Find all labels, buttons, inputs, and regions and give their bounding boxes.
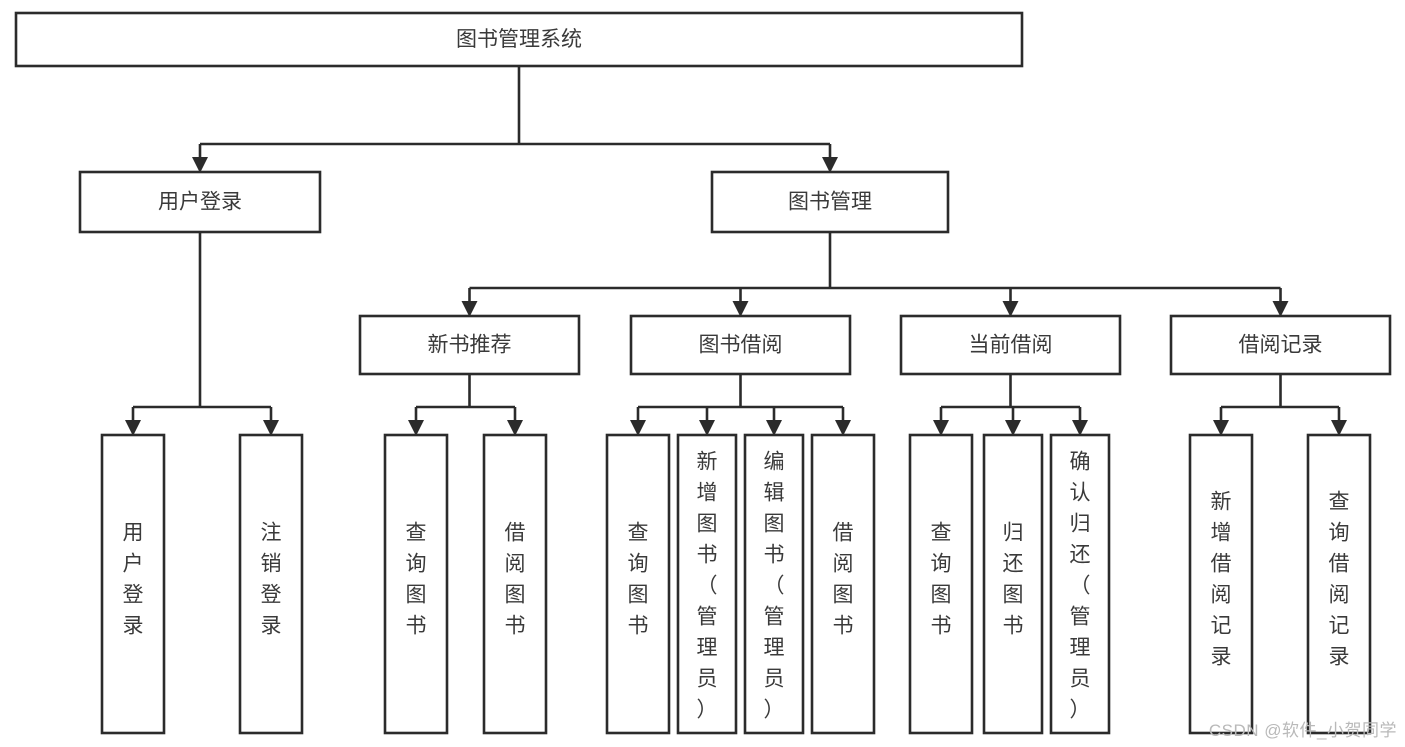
arrow-head-icon [1213,420,1229,436]
leaf-node-9[interactable]: 查询图书 [908,433,974,735]
arrow-head-icon [630,420,646,436]
node-label: 归还图书 [1003,522,1024,638]
connector-layer [125,66,1347,436]
leaf-node-6[interactable]: 新增图书（管理员） [676,433,738,735]
branch-借阅记录 [1213,374,1347,436]
node-label: 查询图书 [931,522,952,638]
node-box[interactable] [710,170,950,234]
leaf-node-4[interactable]: 借阅图书 [482,433,548,735]
node-label: 用户登录 [158,191,242,214]
arrow-head-icon [507,420,523,436]
leaf-node-8[interactable]: 借阅图书 [810,433,876,735]
node-label: 借阅图书 [505,522,526,638]
node-box[interactable] [676,433,738,735]
node-label: 新增借阅记录 [1211,491,1232,669]
leaf-node-13[interactable]: 查询借阅记录 [1306,433,1372,735]
arrow-head-icon [192,157,208,173]
branch-当前借阅 [933,374,1088,436]
node-box[interactable] [100,433,166,735]
node-label: 新书推荐 [428,334,512,357]
node-label: 查询借阅记录 [1329,491,1350,669]
leaf-node-12[interactable]: 新增借阅记录 [1188,433,1254,735]
branch-用户登录 [125,232,279,436]
arrow-head-icon [1005,420,1021,436]
watermark-label: CSDN @软件_小贺同学 [1208,721,1397,740]
node-box[interactable] [899,314,1122,376]
arrow-head-icon [1072,420,1088,436]
leaf-node-1[interactable]: 用户登录 [100,433,166,735]
arrow-head-icon [933,420,949,436]
leaf-node-7[interactable]: 编辑图书（管理员） [743,433,805,735]
node-box[interactable] [14,11,1024,68]
leaf-node-2[interactable]: 注销登录 [238,433,304,735]
arrow-head-icon [125,420,141,436]
leaf-node-3[interactable]: 查询图书 [383,433,449,735]
level2-node-2[interactable]: 图书管理 [710,170,950,234]
node-label: 图书管理系统 [456,28,582,51]
node-label: 确认归还（管理员） [1070,451,1091,722]
arrow-head-icon [1272,301,1289,317]
arrow-head-icon [408,420,424,436]
branch-图书借阅 [630,374,851,436]
node-box[interactable] [1188,433,1254,735]
arrow-head-icon [1331,420,1347,436]
arrow-head-icon [461,301,478,317]
node-box[interactable] [1049,433,1111,735]
arrow-head-icon [766,420,782,436]
level3-node-3[interactable]: 当前借阅 [899,314,1122,376]
arrow-head-icon [263,420,279,436]
node-box[interactable] [238,433,304,735]
arrow-head-icon [699,420,715,436]
node-label: 当前借阅 [969,334,1053,357]
node-box[interactable] [358,314,581,376]
arrow-head-icon [732,301,749,317]
node-label: 查询图书 [406,522,427,638]
node-layer: 图书管理系统用户登录图书管理新书推荐图书借阅当前借阅借阅记录用户登录注销登录查询… [14,11,1392,735]
node-label: 查询图书 [628,522,649,638]
level3-node-2[interactable]: 图书借阅 [629,314,852,376]
node-label: 图书借阅 [699,334,783,357]
node-label: 新增图书（管理员） [697,451,718,722]
leaf-node-10[interactable]: 归还图书 [982,433,1044,735]
branch-book-management [461,232,1289,317]
branch-新书推荐 [408,374,523,436]
node-box[interactable] [1306,433,1372,735]
node-box[interactable] [982,433,1044,735]
node-box[interactable] [810,433,876,735]
root-node-1[interactable]: 图书管理系统 [14,11,1024,68]
node-label: 用户登录 [123,522,144,638]
level2-node-1[interactable]: 用户登录 [78,170,322,234]
node-box[interactable] [78,170,322,234]
node-box[interactable] [629,314,852,376]
node-label: 编辑图书（管理员） [764,451,785,722]
node-box[interactable] [482,433,548,735]
node-box[interactable] [605,433,671,735]
node-box[interactable] [908,433,974,735]
node-box[interactable] [1169,314,1392,376]
level3-node-1[interactable]: 新书推荐 [358,314,581,376]
node-label: 图书管理 [788,191,872,214]
node-label: 借阅记录 [1239,334,1323,357]
node-box[interactable] [383,433,449,735]
leaf-node-5[interactable]: 查询图书 [605,433,671,735]
branch-root [192,66,838,173]
level3-node-4[interactable]: 借阅记录 [1169,314,1392,376]
arrow-head-icon [835,420,851,436]
node-label: 借阅图书 [833,522,854,638]
arrow-head-icon [1002,301,1019,317]
node-box[interactable] [743,433,805,735]
node-label: 注销登录 [261,522,282,638]
arrow-head-icon [822,157,838,173]
leaf-node-11[interactable]: 确认归还（管理员） [1049,433,1111,735]
